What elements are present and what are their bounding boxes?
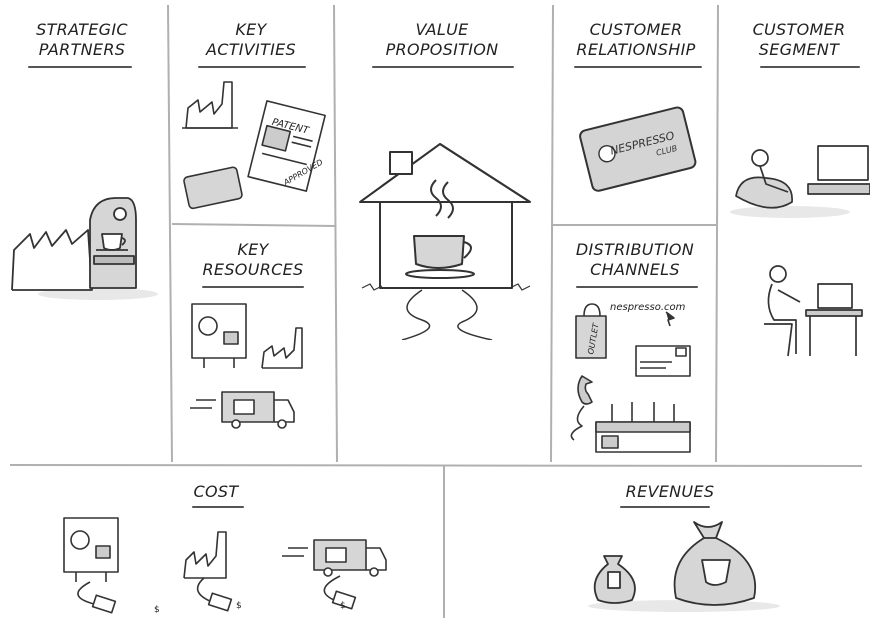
relaxing-customer-icon [730, 145, 870, 218]
key-activities-title: KEY ACTIVITIES [205, 20, 297, 59]
telephone-icon [570, 375, 593, 441]
club-card-icon: NESPRESSO CLUB [579, 106, 697, 192]
price-tag-text-2: $ [236, 601, 242, 611]
billboard-icon [63, 517, 119, 614]
factory-icon [182, 81, 238, 129]
shopping-bag-icon [575, 303, 607, 359]
billboard-icon [191, 303, 247, 368]
factory-icon [261, 327, 303, 369]
delivery-truck-icon [282, 539, 387, 610]
key-activities-underline [198, 66, 306, 68]
patent-document-icon [247, 100, 326, 192]
membership-card-icon [183, 166, 243, 210]
money-bags-icon [588, 521, 780, 612]
value-proposition-underline [372, 66, 514, 68]
key-resources-illustration [190, 303, 303, 429]
distribution-channels-illustration: OUTLET nespresso.com [570, 302, 691, 453]
desk-customer-icon [764, 265, 863, 357]
factory-icon [183, 531, 233, 612]
price-tag-text-3: $ [340, 601, 346, 611]
customer-segment-title: CUSTOMER SEGMENT [752, 20, 846, 59]
revenues-underline [620, 506, 710, 508]
cost-title: COST [193, 482, 239, 501]
website-text: nespresso.com [610, 302, 686, 313]
cost-underline [192, 506, 244, 508]
strategic-partners-underline [28, 66, 132, 68]
key-resources-title: KEY RESOURCES [202, 240, 304, 279]
factory-coffee-machine-icon [11, 197, 158, 300]
customer-segment-underline [760, 66, 860, 68]
key-resources-underline [202, 286, 304, 288]
key-activities-illustration: PATENT APPROVED [182, 81, 326, 210]
envelope-icon [635, 345, 691, 377]
distribution-channels-title: DISTRIBUTION CHANNELS [575, 240, 695, 279]
distribution-channels-underline [576, 286, 698, 288]
cost-illustration: $ $ $ [63, 517, 387, 615]
cursor-icon [665, 311, 675, 327]
house-cup-icon [359, 143, 531, 340]
price-tag-text-1: $ [154, 605, 160, 615]
strategic-partners-title: STRATEGIC PARTNERS [36, 20, 128, 59]
revenues-title: REVENUES [625, 482, 715, 501]
delivery-truck-icon [190, 391, 295, 429]
customer-relationship-underline [574, 66, 702, 68]
value-proposition-title: VALUE PROPOSITION [385, 20, 499, 59]
store-icon [595, 402, 691, 453]
customer-relationship-title: CUSTOMER RELATIONSHIP [576, 20, 696, 59]
